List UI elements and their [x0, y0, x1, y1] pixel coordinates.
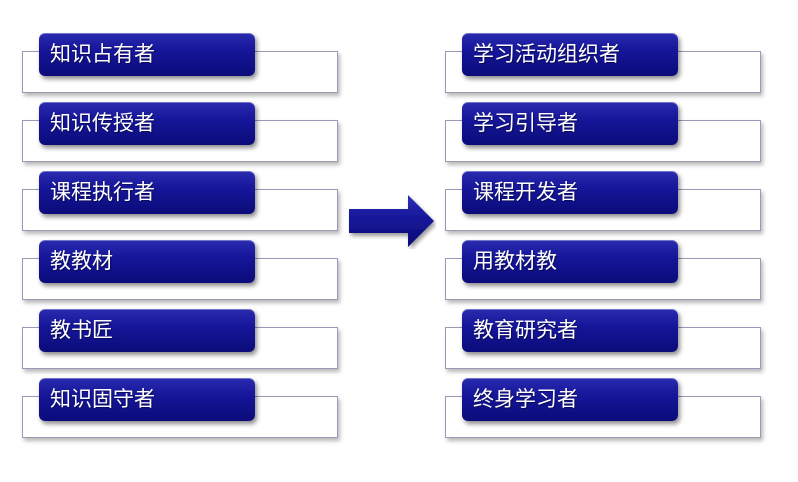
left-item-5-label: 教书匠: [39, 309, 255, 352]
right-item-1-label: 学习活动组织者: [462, 33, 678, 76]
right-item-1: 学习活动组织者: [445, 33, 765, 95]
right-item-3: 课程开发者: [445, 171, 765, 233]
right-item-4: 用教材教: [445, 240, 765, 302]
right-item-2-label: 学习引导者: [462, 102, 678, 145]
left-item-6-label: 知识固守者: [39, 378, 255, 421]
right-item-2: 学习引导者: [445, 102, 765, 164]
right-item-5: 教育研究者: [445, 309, 765, 371]
right-item-3-label: 课程开发者: [462, 171, 678, 214]
left-item-2: 知识传授者: [22, 102, 342, 164]
right-item-6: 终身学习者: [445, 378, 765, 440]
left-item-4-label: 教教材: [39, 240, 255, 283]
left-item-1-label: 知识占有者: [39, 33, 255, 76]
left-item-6: 知识固守者: [22, 378, 342, 440]
arrow-shape: [349, 195, 434, 247]
left-item-1: 知识占有者: [22, 33, 342, 95]
right-item-5-label: 教育研究者: [462, 309, 678, 352]
right-item-6-label: 终身学习者: [462, 378, 678, 421]
right-arrow-icon: [349, 195, 434, 247]
left-item-5: 教书匠: [22, 309, 342, 371]
left-item-4: 教教材: [22, 240, 342, 302]
left-item-2-label: 知识传授者: [39, 102, 255, 145]
left-item-3: 课程执行者: [22, 171, 342, 233]
right-item-4-label: 用教材教: [462, 240, 678, 283]
left-item-3-label: 课程执行者: [39, 171, 255, 214]
